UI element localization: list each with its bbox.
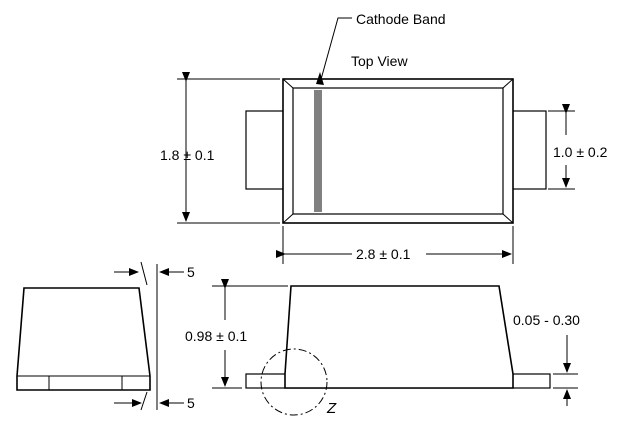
cathode-band-label: Cathode Band [356,11,446,27]
cathode-band [314,90,322,212]
terminal-width-dimension: 1.0 ± 0.2 [553,144,608,160]
detail-z-circle [260,348,328,416]
profile-height-dimension: 0.98 ± 0.1 [185,328,247,344]
side-view: 0.98 ± 0.1 0.05 - 0.30 Z [185,279,580,417]
height-dimension: 1.8 ± 0.1 [160,147,215,163]
end-view-body [16,287,151,391]
end-view: 5 5 [16,261,195,411]
cathode-leader [319,17,352,84]
side-view-body [284,285,514,389]
body-inner [292,87,504,215]
top-view-label: Top View [351,53,408,69]
right-terminal [510,110,547,190]
top-view: Cathode Band Top View 1.8 ± 0.1 1.0 ± 0.… [160,11,608,264]
angle-bottom-label: 5 [187,395,195,411]
angle-top-label: 5 [187,264,195,280]
left-terminal [245,110,285,190]
length-dimension: 2.8 ± 0.1 [356,246,411,262]
lead-thickness-dimension: 0.05 - 0.30 [513,312,580,328]
detail-z-label: Z [326,400,337,417]
